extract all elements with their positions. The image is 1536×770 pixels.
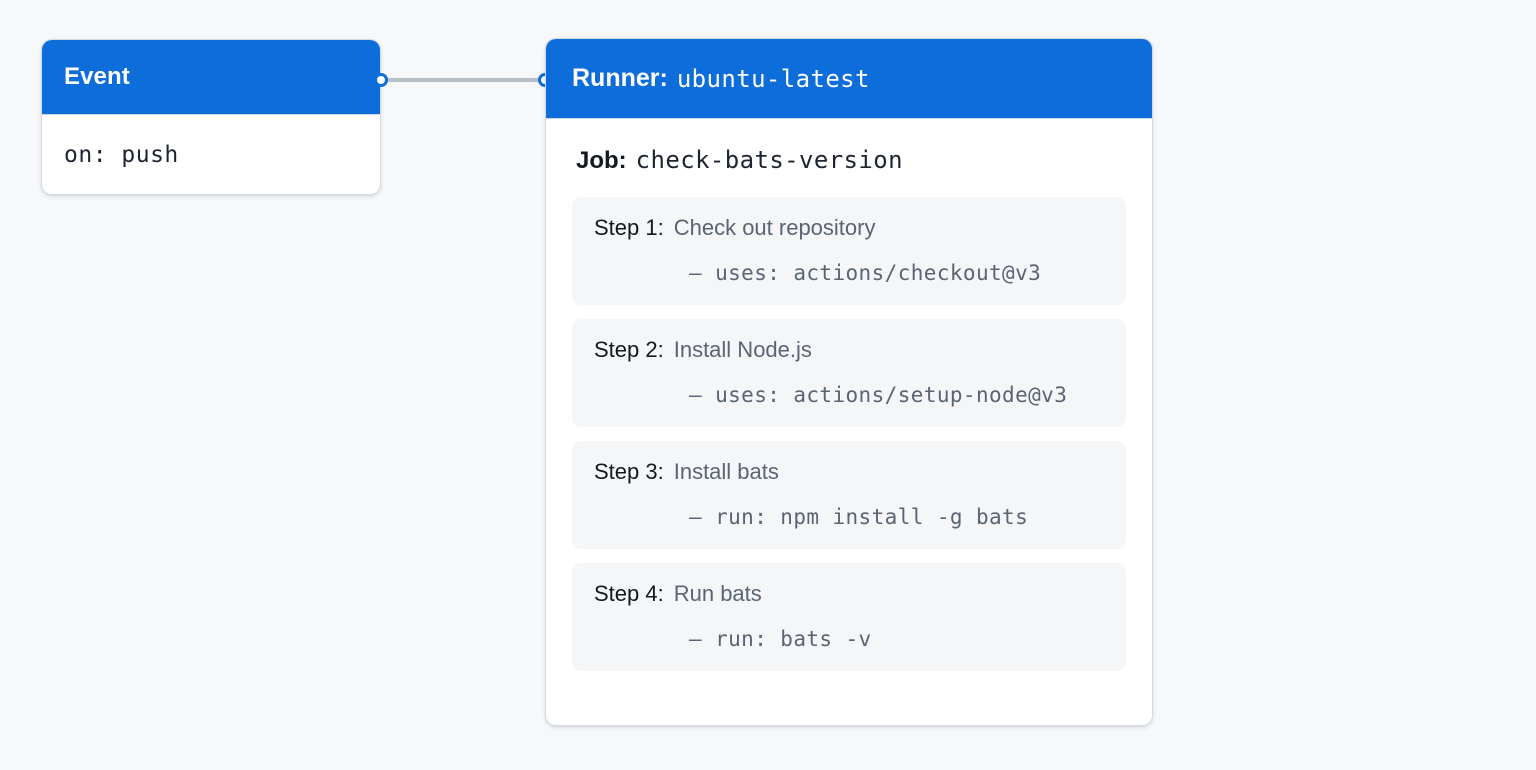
step-title-row: Step 3: Install bats xyxy=(594,459,1104,485)
step-title-row: Step 4: Run bats xyxy=(594,581,1104,607)
step-label: Step 1: xyxy=(594,215,664,240)
event-node-header: Event xyxy=(42,40,380,115)
step-title-row: Step 2: Install Node.js xyxy=(594,337,1104,363)
source-handle-icon[interactable] xyxy=(374,73,388,87)
event-node-body: on: push xyxy=(42,115,380,194)
runner-node-header: Runner: ubuntu-latest xyxy=(546,39,1152,119)
event-node[interactable]: Event on: push xyxy=(41,39,381,195)
step-card[interactable]: Step 4: Run bats — run: bats -v xyxy=(572,563,1126,671)
step-title-row: Step 1: Check out repository xyxy=(594,215,1104,241)
step-command: — uses: actions/checkout@v3 xyxy=(689,261,1042,285)
runner-node[interactable]: Runner: ubuntu-latest Job: check-bats-ve… xyxy=(545,38,1153,726)
step-label: Step 2: xyxy=(594,337,664,362)
connection-edge xyxy=(382,78,545,82)
runner-label: Runner: xyxy=(572,64,668,92)
runner-node-body: Job: check-bats-version Step 1: Check ou… xyxy=(546,119,1152,725)
runner-value: ubuntu-latest xyxy=(676,64,870,93)
job-label: Job: xyxy=(576,147,627,174)
step-list: Step 1: Check out repository — uses: act… xyxy=(572,197,1126,671)
event-node-title: Event xyxy=(64,63,130,90)
step-command: — run: npm install -g bats xyxy=(689,505,1029,529)
job-row: Job: check-bats-version xyxy=(572,119,1126,197)
step-command: — uses: actions/setup-node@v3 xyxy=(689,383,1068,407)
step-name: Install Node.js xyxy=(673,337,812,362)
step-name: Install bats xyxy=(673,459,779,484)
event-trigger-text: on: push xyxy=(64,141,179,168)
step-label: Step 3: xyxy=(594,459,664,484)
step-command: — run: bats -v xyxy=(689,627,872,651)
step-name: Run bats xyxy=(673,581,762,606)
step-card[interactable]: Step 3: Install bats — run: npm install … xyxy=(572,441,1126,549)
step-name: Check out repository xyxy=(673,215,876,240)
step-label: Step 4: xyxy=(594,581,664,606)
job-value: check-bats-version xyxy=(635,146,903,174)
step-card[interactable]: Step 1: Check out repository — uses: act… xyxy=(572,197,1126,305)
step-card[interactable]: Step 2: Install Node.js — uses: actions/… xyxy=(572,319,1126,427)
